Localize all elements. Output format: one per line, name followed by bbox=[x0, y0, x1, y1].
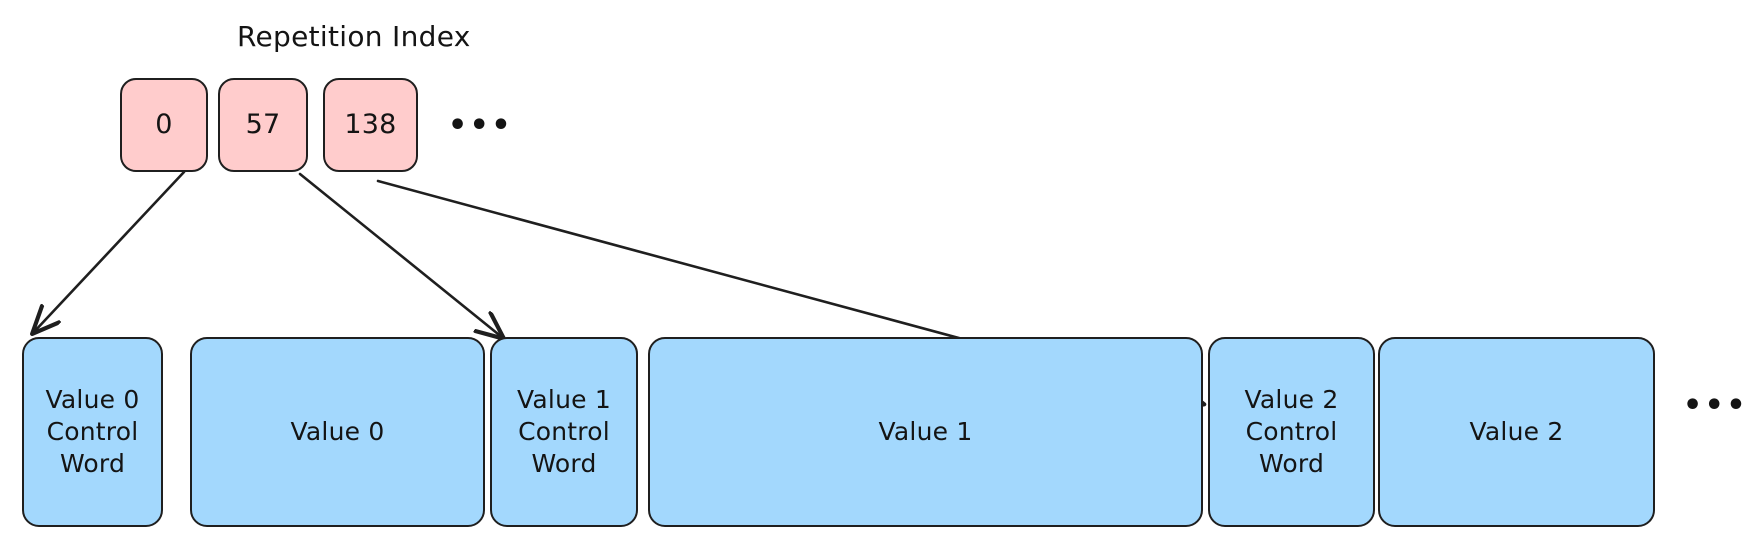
index-node-label: 138 bbox=[344, 108, 397, 140]
record-node-value-0[interactable]: Value 0 bbox=[190, 337, 485, 527]
record-node-label: Value 1 Control Word bbox=[517, 385, 611, 478]
record-node-label: Value 2 Control Word bbox=[1244, 385, 1339, 478]
index-node-2[interactable]: 138 bbox=[323, 78, 418, 172]
edge-57-to-cw1 bbox=[298, 172, 503, 338]
record-node-value-1[interactable]: Value 1 bbox=[648, 337, 1203, 527]
index-ellipsis: ••• bbox=[448, 108, 514, 143]
record-node-value-2-control-word[interactable]: Value 2 Control Word bbox=[1208, 337, 1375, 527]
index-node-0[interactable]: 0 bbox=[120, 78, 208, 172]
index-node-1[interactable]: 57 bbox=[218, 78, 308, 172]
record-node-label: Value 0 bbox=[290, 417, 385, 446]
page-title: Repetition Index bbox=[237, 20, 471, 53]
index-node-label: 0 bbox=[155, 108, 173, 140]
record-node-label: Value 0 Control Word bbox=[45, 385, 140, 478]
record-node-value-0-control-word[interactable]: Value 0 Control Word bbox=[22, 337, 163, 527]
record-node-value-2[interactable]: Value 2 bbox=[1378, 337, 1655, 527]
record-node-value-1-control-word[interactable]: Value 1 Control Word bbox=[490, 337, 638, 527]
index-node-label: 57 bbox=[245, 108, 281, 140]
record-node-label: Value 1 bbox=[878, 417, 973, 446]
edge-0-to-cw0 bbox=[33, 170, 186, 333]
record-ellipsis: ••• bbox=[1683, 388, 1745, 423]
record-node-label: Value 2 bbox=[1469, 417, 1564, 446]
